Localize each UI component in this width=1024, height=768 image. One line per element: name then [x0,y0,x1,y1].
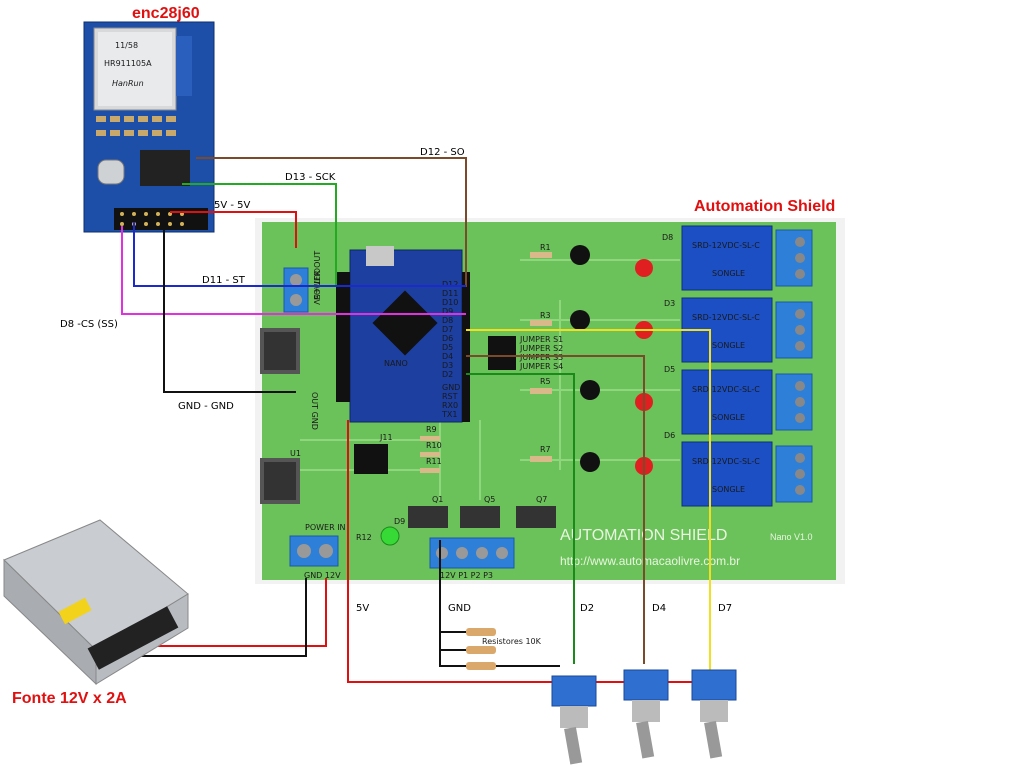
pin-label: D7 [442,325,453,334]
silk-url: http://www.automacaolivre.com.br [560,554,740,568]
label-d13: D13 - SCK [285,172,336,183]
label-gnd: GND - GND [178,401,234,412]
shield-title: Automation Shield [694,198,835,215]
pin-label: D9 [442,307,453,316]
channel-components [420,245,653,475]
part-label: Q7 [536,495,547,504]
part-label: R3 [540,311,551,320]
pin-label: D12 [442,280,458,289]
wire-psu-gnd [140,578,307,657]
part-label: Q5 [484,495,495,504]
jumper-label: JUMPER S3 [519,353,563,362]
relay-text: SRD-12VDC-SL-C [692,385,760,394]
automation-shield-board: NANO D12 D11 D10 D9 D8 D7 D6 D5 D4 D3 D2… [255,218,845,584]
wire-d7 [466,329,711,680]
part-label: R9 [426,425,437,434]
wire-d12 [196,157,467,287]
pin-label: RX0 [442,401,458,410]
part-label: R7 [540,445,551,454]
relay-terminals [775,229,813,503]
relay-brand: SONGLE [712,485,745,494]
part-label: D9 [394,517,405,526]
toggle-switch-d4[interactable] [623,669,669,759]
relay-text: SRD-12VDC-SL-C [692,457,760,466]
wire-d8 [121,226,466,315]
label-resistors: Resistores 10K [482,637,542,646]
pin-label: D2 [442,370,453,379]
pin-label: D11 [442,289,458,298]
label-5v: 5V - 5V [214,200,251,211]
relay-brand: SONGLE [712,269,745,278]
power-out-label: POWER OUT [313,251,322,300]
label-bottom-d2: D2 [580,603,594,614]
part-label: R10 [426,441,442,450]
part-label: R11 [426,457,442,466]
wires [121,157,711,683]
power-supply-unit [3,519,189,686]
part-label: U1 [290,449,301,458]
relay-text: SRD-12VDC-SL-C [692,313,760,322]
label-d8: D8 -CS (SS) [60,319,118,330]
wire-d2 [466,373,575,664]
part-label: D5 [664,365,675,374]
part-label: D3 [664,299,675,308]
part-label: R12 [356,533,372,542]
wire-5v [170,211,297,248]
jack-text-1: 11/58 [115,41,138,50]
part-label: R5 [540,377,551,386]
bottom-terminal-label: 12V P1 P2 P3 [440,571,493,580]
jack-brand: HanRun [112,79,144,88]
module-title: enc28j60 [132,5,200,22]
wire-gnd [163,226,296,393]
label-bottom-d4: D4 [652,603,666,614]
jumper-label: JUMPER S4 [519,362,563,371]
label-bottom-gnd: GND [448,603,471,614]
psu-title: Fonte 12V x 2A [12,690,127,707]
pin-label: TX1 [441,410,457,419]
silk-version: Nano V1.0 [770,532,813,542]
label-bottom-d7: D7 [718,603,732,614]
pin-label: D3 [442,361,453,370]
wire-gnd-resistors [439,540,560,667]
pin-label: D10 [442,298,458,307]
part-label: D8 [662,233,673,242]
pin-label: D4 [442,352,453,361]
wire-d13 [182,183,337,285]
wire-d11 [133,222,466,287]
jumper-label: JUMPER S1 [519,335,563,344]
pin-label: GND [442,383,460,392]
part-label: Q1 [432,495,443,504]
part-label: R1 [540,243,551,252]
jumper-label: JUMPER S2 [519,344,563,353]
jack-text-2: HR911105A [104,59,152,68]
part-label: D6 [664,431,675,440]
relay-text: SRD-12VDC-SL-C [692,241,760,250]
label-d11: D11 - ST [202,275,246,286]
wire-psu-12v [140,578,327,647]
power-in-label: POWER IN [305,523,346,532]
label-d12: D12 - SO [420,147,465,158]
pin-label: D6 [442,334,453,343]
relay-brand: SONGLE [712,413,745,422]
enc28j60-module: 11/58 HR911105A HanRun [83,21,215,233]
relay-brand: SONGLE [712,341,745,350]
part-label: J11 [379,433,393,442]
label-bottom-5v: 5V [356,603,369,614]
pin-label: RST [442,392,458,401]
out-gnd-label: OUT GND [310,392,319,430]
power-pins-label: GND 12V [304,571,341,580]
toggle-switch-d2[interactable] [551,675,597,765]
wire-d4 [466,355,645,664]
pin-label: D8 [442,316,453,325]
nano-text: NANO [384,359,408,368]
pulldown-resistors [466,628,496,670]
pin-label: D5 [442,343,453,352]
toggle-switch-d7[interactable] [691,669,737,759]
